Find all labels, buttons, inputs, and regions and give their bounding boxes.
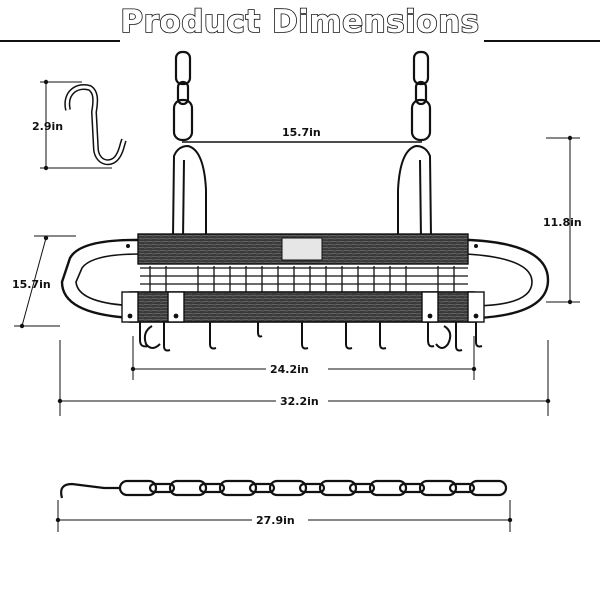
- rack-depth-label: 15.7in: [12, 278, 51, 291]
- overall-width-dimension: 32.2in: [57, 340, 551, 416]
- rack-body: [60, 233, 550, 323]
- page-title: Product Dimensions: [120, 3, 480, 41]
- chain-length-label: 27.9in: [256, 514, 295, 527]
- title-rule-right: [484, 40, 600, 42]
- inner-width-label: 24.2in: [270, 363, 309, 376]
- loose-chain: [60, 479, 508, 499]
- rack-height-dimension: 11.8in: [543, 135, 582, 305]
- title-rule-left: [0, 40, 120, 42]
- overall-width-label: 32.2in: [280, 395, 319, 408]
- rack-height-label: 11.8in: [543, 216, 582, 229]
- title-bar: Product Dimensions: [0, 0, 600, 52]
- hook-height-label: 2.9in: [32, 120, 63, 133]
- hook-detail: 2.9in: [32, 79, 127, 171]
- top-bar-width-label: 15.7in: [282, 126, 321, 139]
- top-bar-dimension: 15.7in: [182, 126, 422, 143]
- rack-hooks: [139, 322, 483, 352]
- chain-length-dimension: 27.9in: [55, 500, 513, 532]
- inner-width-dimension: 24.2in: [130, 336, 477, 380]
- hanging-chains: [172, 50, 432, 142]
- rack-depth-dimension: 15.7in: [12, 235, 76, 329]
